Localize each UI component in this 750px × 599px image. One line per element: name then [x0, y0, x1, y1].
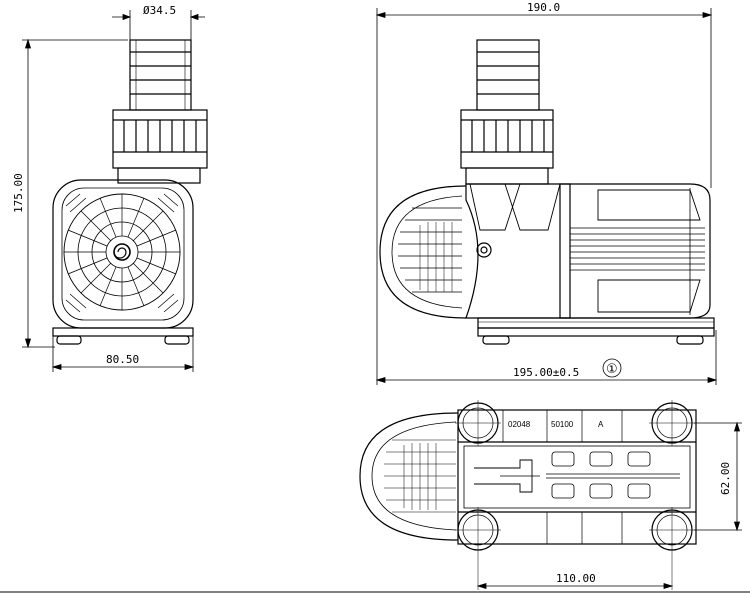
top-length-dimension — [375, 8, 713, 385]
height-label: 175.00 — [12, 173, 25, 213]
front-base — [52, 327, 194, 345]
plan-width-dimension — [694, 421, 742, 532]
front-union-nut — [112, 109, 208, 169]
foot-spacing-dimension — [476, 582, 674, 590]
plan-width-label: 62.00 — [719, 462, 732, 495]
plate-label-1: 02048 — [508, 420, 531, 429]
foot-spacing-label: 110.00 — [556, 572, 596, 585]
front-hose-barb — [129, 39, 192, 111]
plan-feet — [455, 400, 695, 590]
note-circle — [602, 358, 622, 378]
front-grille — [64, 194, 180, 310]
side-intake-dome — [379, 185, 467, 319]
side-neck — [465, 167, 549, 185]
plan-vents — [546, 451, 680, 499]
front-width-dimension — [51, 336, 195, 372]
motor-ribs — [570, 227, 705, 271]
side-view: 190.0 — [375, 1, 718, 385]
plan-base-plate — [457, 409, 697, 545]
bottom-length-dimension — [375, 330, 718, 385]
diameter-dimension — [112, 10, 205, 40]
note-marker: ① — [606, 362, 618, 377]
height-dimension — [22, 38, 128, 349]
plan-view: 02048 50100 A 62.00 — [359, 400, 742, 590]
side-pump-body — [465, 183, 711, 319]
top-length-label: 190.0 — [527, 1, 560, 14]
plan-intake-dome — [359, 412, 459, 541]
side-base — [477, 317, 715, 345]
front-pump-body — [52, 179, 194, 329]
side-hose-barb — [476, 39, 540, 111]
front-neck — [117, 167, 201, 184]
front-view: Ø34.5 175.00 — [12, 4, 208, 372]
front-width-label: 80.50 — [106, 353, 139, 366]
plate-label-2: 50100 — [551, 420, 574, 429]
side-union-nut — [460, 109, 554, 169]
bottom-length-label: 195.00±0.5 — [513, 366, 579, 379]
diameter-label: Ø34.5 — [143, 4, 176, 17]
plate-label-3: A — [598, 420, 604, 429]
